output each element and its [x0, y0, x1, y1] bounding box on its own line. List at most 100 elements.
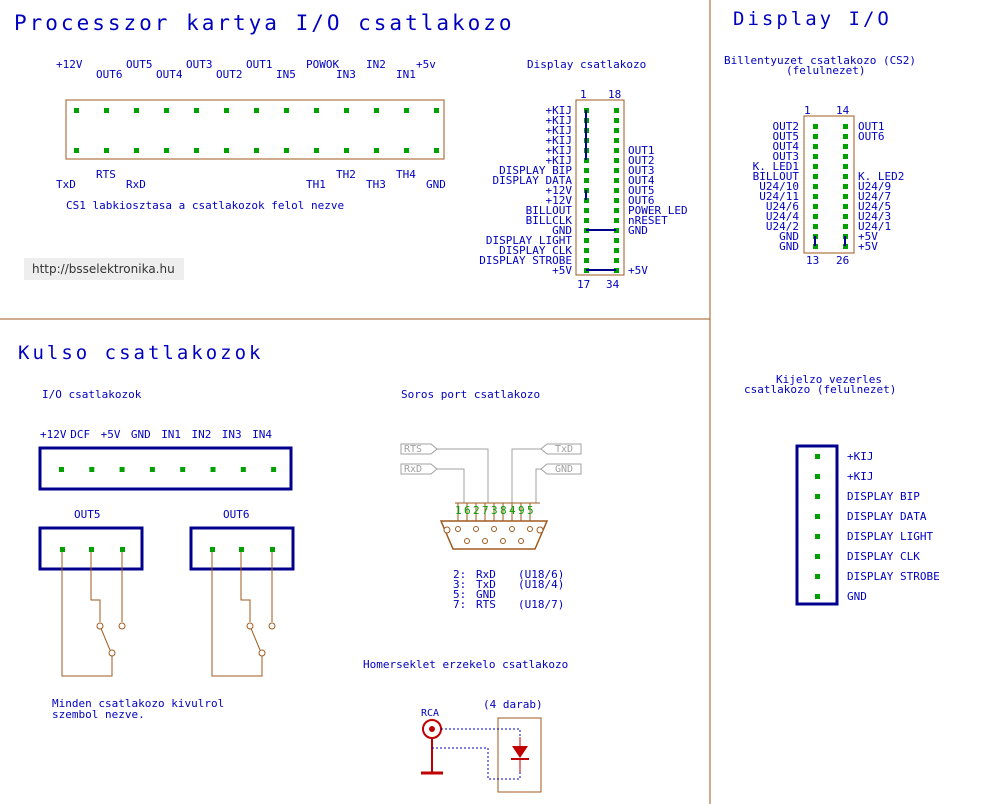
display-label-left: +5V	[552, 264, 572, 277]
display-label-left: +KIJ	[546, 104, 573, 117]
keyboard-pin-right	[843, 214, 848, 219]
db9-screw-right	[536, 526, 544, 534]
serial-pin-number: 4	[509, 504, 516, 517]
io-pin-label: IN1	[161, 428, 181, 441]
display-pin-right	[614, 248, 619, 253]
cs1-connector	[65, 99, 445, 160]
out5-relay	[61, 549, 126, 677]
io-pin-label: IN3	[222, 428, 242, 441]
keyboard-label-right: U24/5	[858, 200, 891, 213]
cs1-pin-top	[434, 108, 439, 113]
keyboard-label-right: OUT1	[858, 120, 885, 133]
display-pin-right	[614, 138, 619, 143]
display-label-left: BILLOUT	[526, 204, 573, 217]
serial-tag-rts: RTS	[404, 444, 422, 455]
cs1-label: OUT3	[186, 58, 213, 71]
display-label-right: OUT6	[628, 194, 655, 207]
cs1-label: OUT6	[96, 68, 123, 81]
cs1-pin-top	[104, 108, 109, 113]
serial-pinout-ref: (U18/4)	[518, 578, 564, 591]
keyboard-label-left: GND	[779, 230, 799, 243]
io-pin	[271, 467, 277, 472]
temp-title: Homerseklet erzekelo csatlakozo	[363, 658, 568, 671]
cs1-label: OUT5	[126, 58, 153, 71]
cs1-label: OUT2	[216, 68, 243, 81]
keyboard-pin-left	[813, 184, 818, 189]
out6-relay	[211, 549, 276, 677]
display-pin-right	[614, 238, 619, 243]
display-label-right: OUT3	[628, 164, 655, 177]
serial-pin-number: 1	[455, 504, 462, 517]
keyboard-conn-subtitle: (felulnezet)	[786, 64, 865, 77]
display-label-left: DISPLAY STROBE	[479, 254, 572, 267]
db9-pin-hole	[509, 526, 515, 532]
keyboard-pin-left	[813, 164, 818, 169]
display-pin-right	[614, 148, 619, 153]
keyboard-pin-right	[843, 134, 848, 139]
display-label-left: DISPLAY CLK	[499, 244, 572, 257]
io-pin	[180, 467, 186, 472]
display-pin-left	[584, 238, 589, 243]
serial-title: Soros port csatlakozo	[401, 388, 540, 401]
display-label-right: GND	[628, 224, 648, 237]
keyboard-label-left: OUT5	[773, 130, 800, 143]
serial-pinout-ref: (U18/7)	[518, 598, 564, 611]
display-label-left: DISPLAY DATA	[493, 174, 573, 187]
cs1-pin-bottom	[164, 148, 169, 153]
io-pin	[149, 467, 155, 472]
io-pin	[240, 467, 246, 472]
display-ctrl-pin	[815, 494, 820, 499]
out6-label: OUT6	[223, 508, 250, 521]
temp-sensor-box	[432, 717, 542, 793]
serial-signal-tags	[400, 443, 582, 503]
display-conn-title: Display csatlakozo	[527, 58, 646, 71]
io-pin-label: +5V	[101, 428, 121, 441]
display-label-left: DISPLAY LIGHT	[486, 234, 572, 247]
display-pin-right	[614, 158, 619, 163]
keyboard-label-left: K. LED1	[753, 160, 799, 173]
io-pin	[89, 467, 95, 472]
rca-connector	[421, 719, 443, 775]
display-pin-left	[584, 258, 589, 263]
db9-screw-left	[443, 526, 451, 534]
serial-pinout-signal: RxD	[476, 568, 496, 581]
serial-pinout-signal: RTS	[476, 598, 496, 611]
keyboard-pin-left	[813, 124, 818, 129]
keyboard-pin-left	[813, 154, 818, 159]
cs1-label: OUT1	[246, 58, 273, 71]
display-pin-right	[614, 168, 619, 173]
display-label-right: nRESET	[628, 214, 668, 227]
cs1-label: RxD	[126, 178, 146, 191]
cs1-pin-bottom	[284, 148, 289, 153]
keyboard-pin-14: 14	[836, 104, 850, 117]
cs1-label: TH2	[336, 168, 356, 181]
serial-pin-number: 6	[464, 504, 471, 517]
display-pin-1: 1	[580, 88, 587, 101]
io-pin	[119, 467, 125, 472]
cs1-pin-top	[194, 108, 199, 113]
display-label-left: +KIJ	[546, 134, 573, 147]
keyboard-label-right: U24/3	[858, 210, 891, 223]
display-label-right: OUT4	[628, 174, 655, 187]
keyboard-label-left: U24/2	[766, 220, 799, 233]
keyboard-pin-left	[813, 174, 818, 179]
keyboard-label-left: GND	[779, 240, 799, 253]
db9-pin-hole	[473, 526, 479, 532]
display-label-left: +12V	[546, 194, 573, 207]
keyboard-label-left: OUT4	[773, 140, 800, 153]
cs1-pin-top	[224, 108, 229, 113]
cs1-pin-top	[284, 108, 289, 113]
serial-pin-number: 2	[473, 504, 480, 517]
display-label-right: OUT2	[628, 154, 655, 167]
display-label-left: BILLCLK	[526, 214, 573, 227]
keyboard-label-left: OUT3	[773, 150, 800, 163]
keyboard-pin-left	[813, 144, 818, 149]
keyboard-label-right: U24/7	[858, 190, 891, 203]
keyboard-pin-right	[843, 224, 848, 229]
cs1-label: +5v	[416, 58, 436, 71]
serial-pinout-num: 7:	[453, 598, 466, 611]
out6-connector	[189, 526, 295, 571]
watermark: http://bsselektronika.hu	[24, 258, 184, 280]
display-pin-right	[614, 108, 619, 113]
display-label-right: OUT1	[628, 144, 655, 157]
